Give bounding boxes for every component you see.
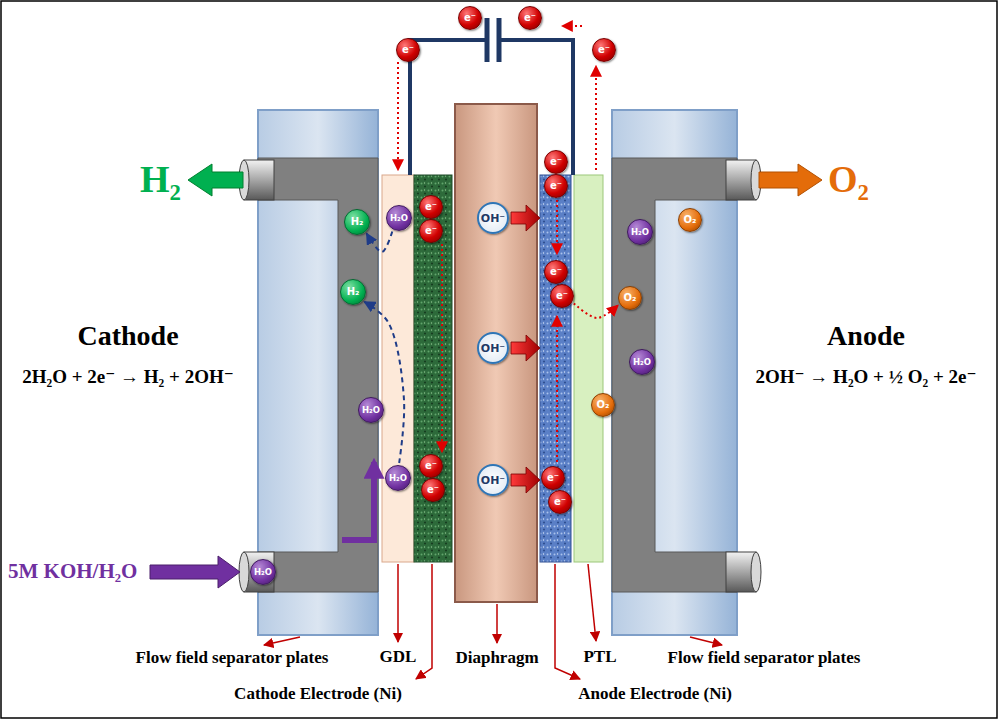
electron-circle: e⁻ (458, 6, 482, 30)
oxygen-molecule-circle: O₂ (591, 393, 615, 417)
flow-connector (574, 303, 618, 318)
ion-symbol: OH⁻ (481, 343, 505, 354)
feed-label: 5M KOH/H₂O (8, 559, 137, 583)
electron-circle: e⁻ (544, 260, 568, 284)
hydroxide-transport-arrows (511, 205, 540, 493)
external-circuit (410, 18, 573, 175)
ion-symbol: OH⁻ (481, 475, 505, 486)
ion-symbol: H₂O (362, 406, 380, 415)
water-molecule-circle: H₂O (250, 559, 276, 585)
water-molecule-circle: H₂O (386, 205, 412, 231)
ion-symbol: e⁻ (425, 461, 437, 471)
hydroxide-ion-circle: OH⁻ (477, 464, 509, 496)
ion-symbol: H₂O (254, 568, 272, 577)
gas-diffusion-layer (382, 175, 414, 562)
product-label: O₂ (828, 158, 869, 202)
reaction-equation: 2OH⁻ → H₂O + ½ O₂ + 2e⁻ (756, 366, 977, 388)
oxygen-molecule-circle: O₂ (618, 286, 642, 310)
electron-circle: e⁻ (544, 150, 568, 174)
ion-symbol: e⁻ (427, 485, 439, 495)
ion-symbol: e⁻ (425, 202, 437, 212)
hydroxide-ion-circle: OH⁻ (477, 332, 509, 364)
part-label: GDL (380, 647, 417, 667)
part-label: Flow field separator plates (136, 648, 329, 668)
ion-symbol: e⁻ (556, 291, 568, 301)
product-label: H₂ (140, 158, 181, 202)
ion-symbol: e⁻ (464, 13, 476, 23)
electron-circle: e⁻ (421, 478, 445, 502)
ion-symbol: H₂O (633, 358, 651, 367)
water-molecule-circle: H₂O (627, 219, 653, 245)
ion-symbol: e⁻ (550, 157, 562, 167)
part-label: Flow field separator plates (668, 648, 861, 668)
ion-symbol: H₂ (351, 217, 364, 227)
electron-circle: e⁻ (541, 466, 565, 490)
anode-electrode (540, 175, 571, 562)
ion-symbol: O₂ (684, 215, 697, 225)
ion-symbol: e⁻ (402, 45, 414, 55)
electrode-title: Cathode (77, 320, 178, 352)
oxygen-molecule-circle: O₂ (678, 208, 702, 232)
hydrogen-molecule-circle: H₂ (344, 209, 370, 235)
hydrogen-molecule-circle: H₂ (340, 279, 366, 305)
water-molecule-circle: H₂O (385, 465, 411, 491)
electron-circle: e⁻ (544, 174, 568, 198)
part-label: Cathode Electrode (Ni) (234, 684, 402, 704)
electron-circle: e⁻ (548, 490, 572, 514)
ion-symbol: e⁻ (598, 45, 610, 55)
porous-transport-layer (574, 175, 603, 562)
ion-symbol: O₂ (624, 293, 637, 303)
ion-symbol: H₂O (389, 474, 407, 483)
hydroxide-ion-circle: OH⁻ (477, 202, 509, 234)
reaction-equation: 2H₂O + 2e⁻ → H₂ + 2OH⁻ (22, 366, 233, 388)
electron-circle: e⁻ (419, 195, 443, 219)
electron-circle: e⁻ (419, 454, 443, 478)
water-molecule-circle: H₂O (629, 349, 655, 375)
ion-symbol: H₂O (631, 228, 649, 237)
ion-symbol: e⁻ (554, 497, 566, 507)
ion-symbol: e⁻ (425, 226, 437, 236)
ion-symbol: O₂ (597, 400, 610, 410)
water-molecule-circle: H₂O (358, 397, 384, 423)
ion-symbol: e⁻ (550, 267, 562, 277)
electron-circle: e⁻ (396, 38, 420, 62)
electron-circle: e⁻ (550, 284, 574, 308)
part-label: Anode Electrode (Ni) (578, 684, 732, 704)
ion-symbol: H₂O (390, 214, 408, 223)
electron-circle: e⁻ (592, 38, 616, 62)
cathode-flow-plate (258, 110, 378, 635)
electrolyte-inlet-arrow (150, 556, 240, 588)
electron-circle: e⁻ (518, 6, 542, 30)
leader-lines (264, 564, 722, 679)
ion-symbol: e⁻ (550, 181, 562, 191)
ion-symbol: e⁻ (547, 473, 559, 483)
ion-symbol: OH⁻ (481, 213, 505, 224)
electron-flow-arrows (398, 26, 596, 462)
part-label: Diaphragm (455, 648, 538, 668)
flow-connector (364, 302, 404, 463)
flow-connector (367, 231, 393, 252)
part-label: PTL (583, 647, 616, 667)
electrolyte-flow-arrow (342, 462, 374, 540)
electron-circle: e⁻ (419, 219, 443, 243)
electrode-title: Anode (827, 320, 905, 352)
anode-flow-plate (612, 110, 737, 635)
ion-symbol: e⁻ (524, 13, 536, 23)
oxygen-outlet-arrow (759, 164, 822, 196)
ion-symbol: H₂ (347, 287, 360, 297)
hydrogen-outlet-arrow (188, 164, 243, 196)
cathode-electrode (414, 175, 452, 562)
